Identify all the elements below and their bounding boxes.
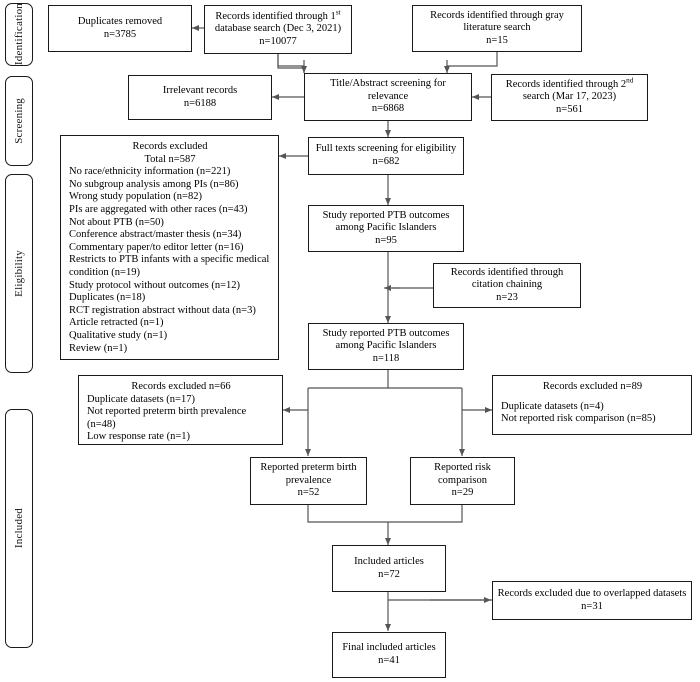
stage-label-eligibility: Eligibility <box>13 250 25 297</box>
node-second-search: Records identified through 2nd search (M… <box>491 74 648 121</box>
included-articles-line1: Included articles <box>354 555 424 567</box>
final-included-count: n=41 <box>378 655 400 666</box>
excluded-587-item: Article retracted (n=1) <box>69 317 164 329</box>
excluded-66-item: Not reported preterm birth prevalence (n… <box>87 406 247 430</box>
ptb-118-line2: among Pacific Islanders <box>335 340 437 352</box>
excluded-587-item: Duplicates (n=18) <box>69 292 146 304</box>
ordinal-superscript-nd: nd <box>626 76 634 85</box>
citation-chaining-line2: citation chaining <box>471 279 543 291</box>
ptb-95-line1: Study reported PTB outcomes <box>322 209 450 221</box>
stage-label-screening: Screening <box>13 98 25 144</box>
stage-label-included: Included <box>13 508 25 549</box>
node-duplicates-removed: Duplicates removed n=3785 <box>48 5 192 52</box>
second-search-line1: Records identified through 2nd <box>505 76 634 90</box>
citation-chaining-line1: Records identified through <box>450 266 564 278</box>
excluded-66-item: Low response rate (n=1) <box>87 431 191 443</box>
node-ptb-outcomes-118: Study reported PTB outcomes among Pacifi… <box>308 323 464 370</box>
second-search-line2: search (Mar 17, 2023) <box>522 91 617 103</box>
excluded-587-header2: Total n=587 <box>144 153 196 165</box>
risk-comparison-line2: comparison <box>438 474 487 486</box>
stage-identification: Identification <box>5 3 33 66</box>
excluded-587-item: Conference abstract/master thesis (n=34) <box>69 229 242 241</box>
node-records-excluded-587: Records excluded Total n=587 No race/eth… <box>60 135 279 360</box>
duplicates-removed-line1: Duplicates removed <box>77 15 163 27</box>
excluded-587-header1: Records excluded <box>132 141 208 152</box>
gray-lit-line2: literature search <box>463 22 531 34</box>
node-final-included-articles: Final included articles n=41 <box>332 632 446 678</box>
node-database-search: Records identified through 1st database … <box>204 5 352 54</box>
node-included-articles: Included articles n=72 <box>332 545 446 592</box>
excluded-587-item: RCT registration abstract without data (… <box>69 304 256 316</box>
title-abstract-line1: Title/Abstract screening for <box>330 78 446 90</box>
irrelevant-line1: Irrelevant records <box>162 84 238 96</box>
excluded-587-item: Commentary paper/to editor letter (n=16) <box>69 241 244 253</box>
database-search-line1: Records identified through 1st <box>215 8 341 22</box>
node-ptb-outcomes-95: Study reported PTB outcomes among Pacifi… <box>308 205 464 252</box>
preterm-prev-count: n=52 <box>297 487 320 499</box>
ptb-118-line1: Study reported PTB outcomes <box>322 327 450 339</box>
excluded-587-item: Study protocol without outcomes (n=12) <box>69 279 240 291</box>
ptb-95-line2: among Pacific Islanders <box>335 222 437 234</box>
preterm-prev-line2: prevalence <box>285 474 332 486</box>
excluded-66-header: Records excluded n=66 <box>131 381 231 392</box>
included-articles-count: n=72 <box>378 568 400 580</box>
database-search-count: n=10077 <box>259 35 297 47</box>
ptb-118-count: n=118 <box>372 352 400 364</box>
title-abstract-count: n=6868 <box>371 103 405 115</box>
excluded-89-item: Duplicate datasets (n=4) <box>501 400 604 412</box>
full-texts-count: n=682 <box>372 156 400 167</box>
stage-included: Included <box>5 409 33 648</box>
excluded-587-item: Not about PTB (n=50) <box>69 216 164 228</box>
node-citation-chaining: Records identified through citation chai… <box>433 263 581 308</box>
node-records-excluded-overlapped: Records excluded due to overlapped datas… <box>492 581 692 620</box>
excluded-66-item: Duplicate datasets (n=17) <box>87 393 195 405</box>
preterm-prev-line1: Reported preterm birth <box>260 462 357 474</box>
title-abstract-line2: relevance <box>367 90 409 102</box>
node-records-excluded-66: Records excluded n=66 Duplicate datasets… <box>78 375 283 445</box>
excluded-587-item: PIs are aggregated with other races (n=4… <box>69 203 248 215</box>
node-title-abstract-screening: Title/Abstract screening for relevance n… <box>304 73 472 121</box>
ptb-95-count: n=95 <box>375 234 397 246</box>
citation-chaining-count: n=23 <box>496 291 518 303</box>
duplicates-removed-count: n=3785 <box>103 28 137 40</box>
excluded-587-item: Wrong study population (n=82) <box>69 191 202 203</box>
overlapped-count: n=31 <box>581 600 603 612</box>
gray-lit-line1: Records identified through gray <box>430 9 564 21</box>
excluded-89-item: Not reported risk comparison (n=85) <box>501 413 656 425</box>
stage-eligibility: Eligibility <box>5 174 33 373</box>
excluded-587-item: Qualitative study (n=1) <box>69 329 168 341</box>
excluded-587-item: No race/ethnicity information (n=221) <box>69 166 231 178</box>
excluded-587-item: Restricts to PTB infants with a specific… <box>69 254 270 278</box>
risk-comparison-line1: Reported risk <box>434 462 491 474</box>
node-irrelevant-records: Irrelevant records n=6188 <box>128 75 272 120</box>
overlapped-line1: Records excluded due to overlapped datas… <box>497 587 687 599</box>
spacer <box>501 394 684 401</box>
database-search-line2: database search (Dec 3, 2021) <box>214 23 342 35</box>
final-included-line1: Final included articles <box>342 642 436 654</box>
node-reported-preterm-prevalence: Reported preterm birth prevalence n=52 <box>250 457 367 505</box>
node-records-excluded-89: Records excluded n=89 Duplicate datasets… <box>492 375 692 435</box>
excluded-587-item: No subgroup analysis among PIs (n=86) <box>69 178 239 190</box>
gray-lit-count: n=15 <box>486 34 508 46</box>
irrelevant-count: n=6188 <box>183 97 217 109</box>
second-search-count: n=561 <box>556 103 583 115</box>
node-full-texts-screening: Full texts screening for eligibility n=6… <box>308 137 464 175</box>
excluded-89-header: Records excluded n=89 <box>542 381 643 392</box>
stage-label-identification: Identification <box>13 3 25 66</box>
full-texts-line1: Full texts screening for eligibility <box>315 143 457 155</box>
ordinal-superscript-st: st <box>335 8 341 17</box>
stage-screening: Screening <box>5 76 33 166</box>
node-gray-literature-search: Records identified through gray literatu… <box>412 5 582 52</box>
risk-comparison-count: n=29 <box>451 487 474 499</box>
node-reported-risk-comparison: Reported risk comparison n=29 <box>410 457 515 505</box>
excluded-587-item: Review (n=1) <box>69 342 128 354</box>
